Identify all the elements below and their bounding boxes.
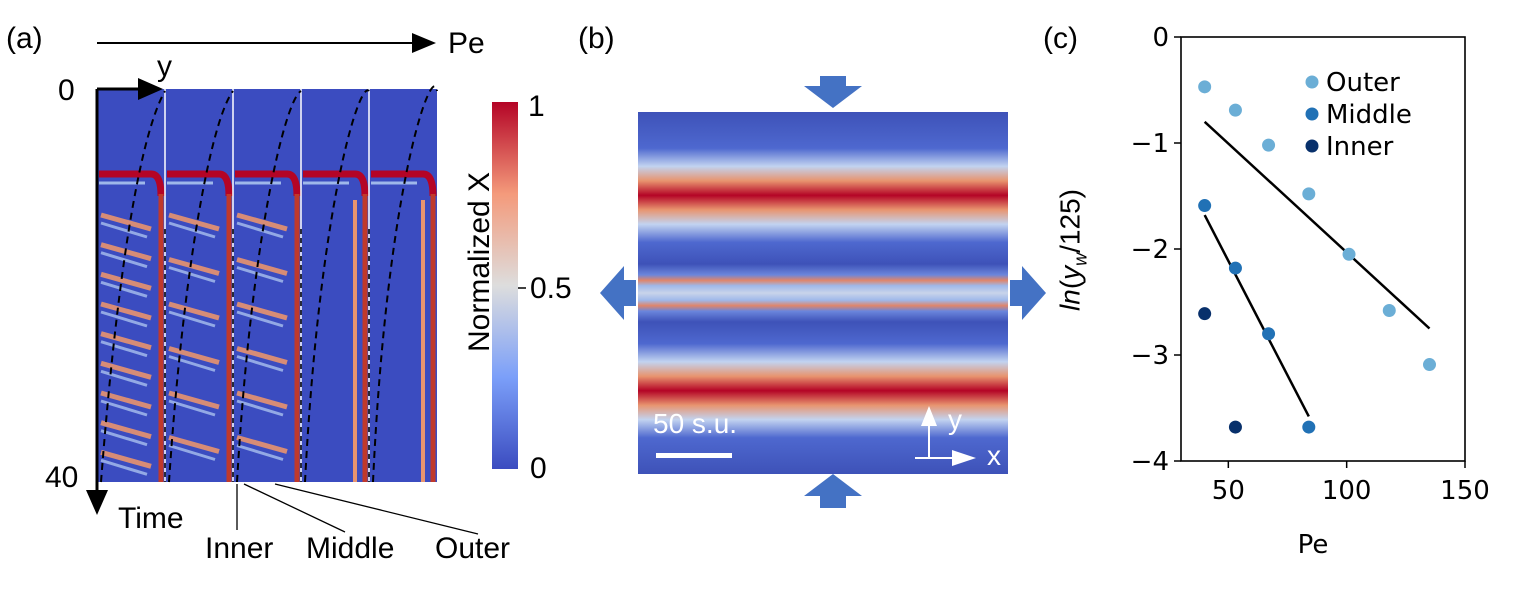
- kymo-oscillation-band: [236, 390, 288, 410]
- front-curve: [304, 89, 370, 483]
- data-point-outer: [1342, 247, 1356, 261]
- panel-c-label: (c): [1043, 22, 1078, 55]
- scale-bar: [656, 453, 732, 458]
- time-tick-40: 40: [45, 461, 79, 494]
- x-tick-label: 150: [1440, 476, 1490, 506]
- kymo-front-band: [99, 170, 165, 197]
- kymo-front-band: [235, 170, 301, 197]
- y-axis-label-a: y: [157, 50, 172, 83]
- kymo-oscillation-band: [236, 435, 288, 454]
- kymograph-background: [97, 89, 437, 482]
- panel-a-graphic: [86, 33, 526, 535]
- legend-label-outer: Outer: [1326, 68, 1400, 98]
- annotation-outer: Outer: [435, 532, 511, 565]
- arrow-bottom: [804, 474, 862, 508]
- front-curves: [100, 85, 438, 483]
- concentration-field: [638, 112, 1008, 474]
- front-curve: [168, 90, 234, 483]
- kymo-oscillation-band: [100, 271, 152, 291]
- colorbar-tick-0: 0: [530, 452, 547, 485]
- y-tick-label: −3: [1131, 341, 1169, 371]
- kymo-oscillation-band: [168, 435, 220, 454]
- legend-marker-middle: [1305, 107, 1319, 121]
- kymo-oscillation-band: [236, 212, 288, 232]
- kymo-front-band: [167, 170, 233, 197]
- chart-ylabel: ln(yw/125): [1054, 189, 1091, 311]
- time-tick-0: 0: [58, 74, 75, 107]
- fit-line: [1203, 120, 1431, 330]
- ylabel-suffix: /125): [1054, 189, 1086, 253]
- x-tick-label: 100: [1322, 476, 1372, 506]
- legend-label-inner: Inner: [1326, 132, 1394, 162]
- panel-a-label: (a): [6, 22, 43, 55]
- fit-line: [1203, 214, 1310, 418]
- data-point-outer: [1423, 358, 1436, 372]
- data-point-outer: [1382, 303, 1396, 317]
- x-axis-label: Pe: [1298, 530, 1329, 560]
- axes-label-y: y: [948, 404, 962, 435]
- colorbar-tick-1: 1: [528, 90, 545, 123]
- y-tick-label: −1: [1131, 129, 1169, 159]
- data-point-outer: [1228, 103, 1242, 117]
- arrow-left: [600, 266, 636, 320]
- front-curve: [372, 85, 438, 483]
- middle-leader: [243, 483, 346, 533]
- front-curve: [236, 90, 302, 483]
- colorbar-tick-05: 0.5: [530, 272, 572, 305]
- outer-leader: [274, 483, 479, 535]
- kymo-oscillation-band: [100, 301, 152, 321]
- kymo-oscillation-band: [100, 420, 152, 440]
- annotation-middle: Middle: [306, 532, 395, 565]
- kymograph-stripes: [99, 170, 437, 482]
- kymo-oscillation-band: [100, 449, 152, 469]
- arrow-right: [1010, 266, 1046, 320]
- kymo-oscillation-band: [168, 257, 220, 276]
- data-point-outer: [1198, 80, 1212, 94]
- kymo-oscillation-band: [168, 212, 220, 232]
- pe-axis-label: Pe: [448, 27, 485, 60]
- kymo-oscillation-band: [100, 331, 152, 351]
- data-point-middle: [1198, 199, 1212, 213]
- data-point-inner: [1198, 307, 1212, 321]
- time-axis-label: Time: [118, 502, 184, 535]
- arrow-top: [804, 76, 862, 108]
- data-point-outer: [1262, 138, 1276, 152]
- kymo-oscillation-band: [100, 360, 152, 380]
- panel-b-graphic: [600, 76, 1046, 508]
- legend-marker-outer: [1305, 75, 1319, 89]
- x-tick-label: 50: [1212, 476, 1245, 506]
- legend-marker-inner: [1305, 139, 1319, 153]
- kymo-oscillation-band: [100, 212, 152, 232]
- kymo-oscillation-band: [236, 301, 288, 321]
- y-tick-label: −2: [1131, 235, 1169, 265]
- front-curve: [100, 90, 166, 483]
- kymo-oscillation-band: [168, 301, 220, 321]
- kymo-oscillation-band: [236, 346, 288, 365]
- kymo-front-band: [371, 170, 437, 197]
- kymo-oscillation-band: [168, 390, 220, 410]
- kymo-front-band: [303, 170, 369, 197]
- legend-label-middle: Middle: [1326, 100, 1412, 130]
- axes-label-x: x: [987, 440, 1001, 471]
- kymo-oscillation-band: [168, 346, 220, 365]
- annotation-inner: Inner: [205, 532, 274, 565]
- y-tick-label: 0: [1152, 23, 1169, 53]
- scale-bar-label: 50 s.u.: [653, 408, 738, 439]
- data-point-inner: [1228, 420, 1242, 434]
- data-point-outer: [1302, 187, 1316, 201]
- colorbar: [492, 102, 518, 469]
- data-point-middle: [1262, 327, 1276, 341]
- data-point-middle: [1302, 420, 1316, 434]
- panel-b-label: (b): [578, 22, 615, 55]
- data-point-middle: [1228, 261, 1242, 275]
- kymo-oscillation-band: [236, 257, 288, 276]
- y-tick-label: −4: [1131, 447, 1169, 477]
- colorbar-label: Normalized X: [463, 171, 496, 352]
